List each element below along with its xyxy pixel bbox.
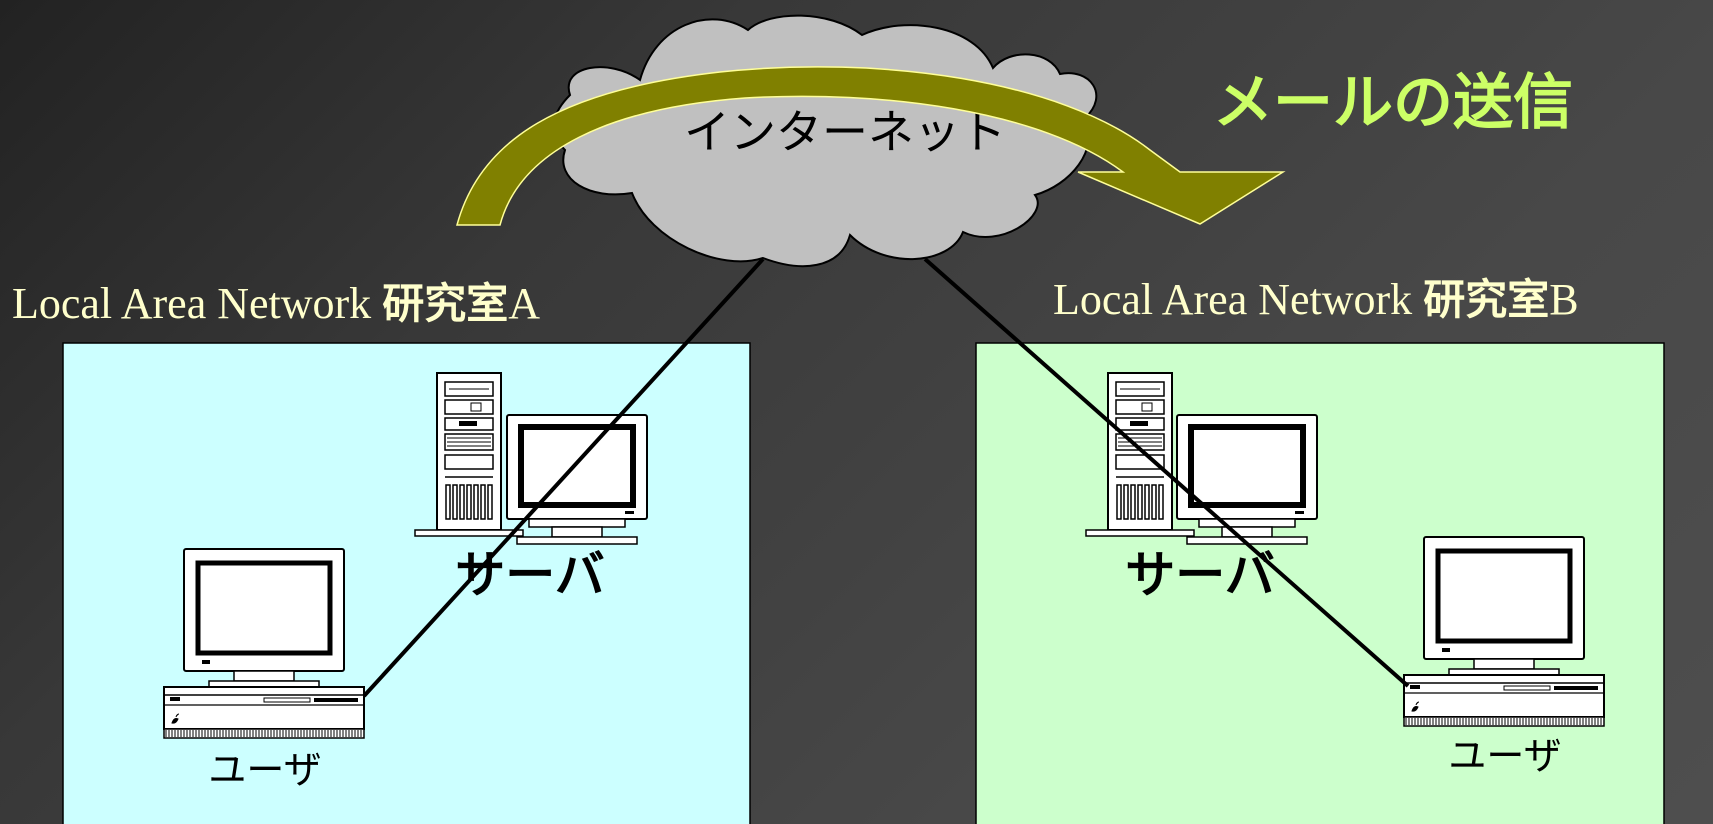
desktop-computer-icon bbox=[1404, 537, 1604, 726]
lan-b-title-name: 研究室 bbox=[1423, 275, 1549, 324]
lan-b-server-label: サーバ bbox=[1125, 546, 1275, 604]
mail-sending-label: メールの送信 bbox=[1213, 68, 1573, 138]
lan-a-user-label: ユーザ bbox=[208, 748, 321, 792]
lan-b-title: Local Area Network 研究室B bbox=[1053, 275, 1579, 324]
lan-b-user-label: ユーザ bbox=[1448, 734, 1561, 778]
curved-arrow-icon bbox=[456, 66, 1286, 226]
internet-label: インターネット bbox=[684, 105, 1006, 159]
lan-b-connection-line bbox=[923, 257, 1410, 688]
desktop-computer-icon bbox=[164, 549, 364, 738]
lan-a-title: Local Area Network 研究室A bbox=[12, 279, 540, 328]
lan-a-title-name: 研究室 bbox=[382, 279, 508, 328]
lan-a-server-label: サーバ bbox=[455, 546, 605, 604]
lan-a-connection-line bbox=[362, 257, 765, 698]
